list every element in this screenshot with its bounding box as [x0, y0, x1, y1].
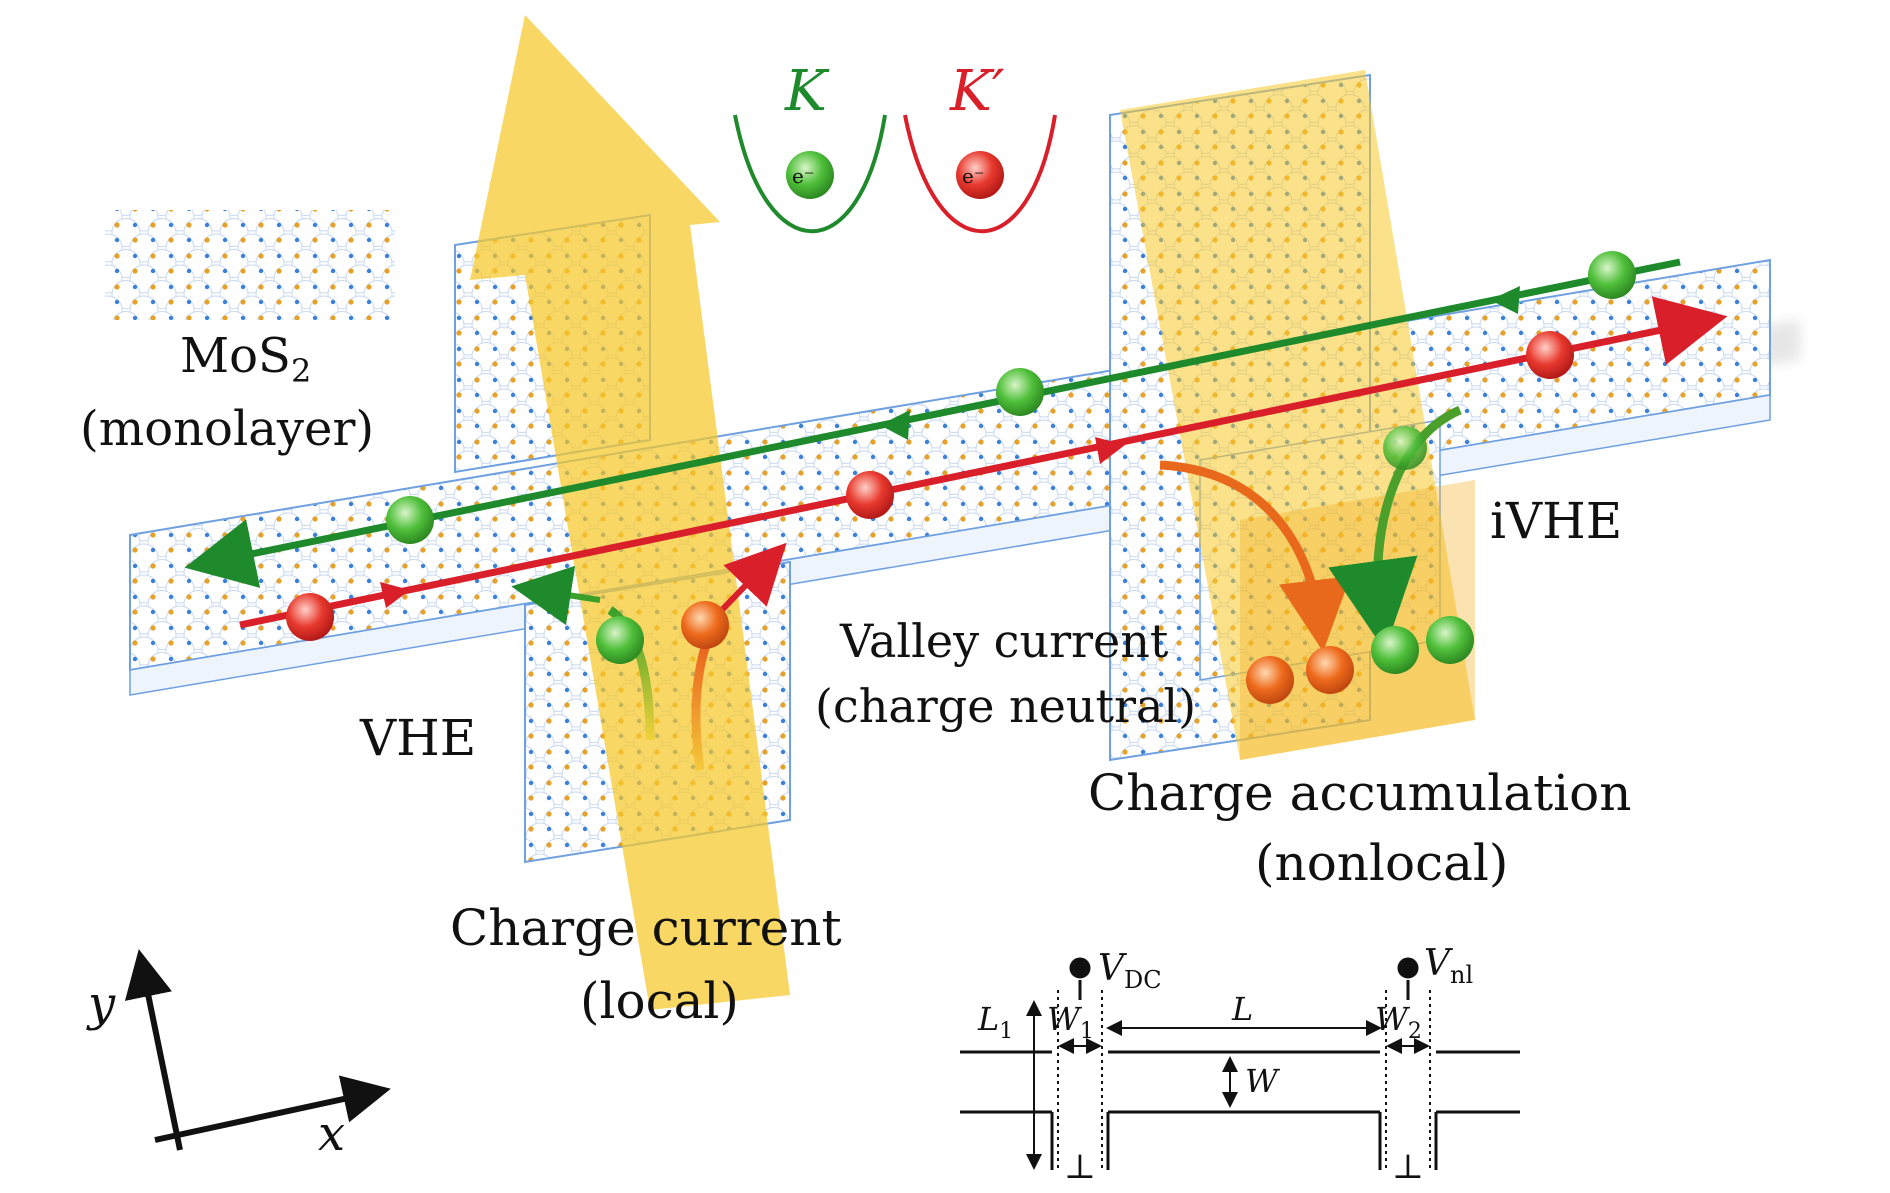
- charge-accumulation-note: (nonlocal): [1255, 834, 1508, 892]
- accumulated-charges: [1246, 616, 1474, 704]
- kprime-valley-band: K′ e⁻: [903, 59, 1057, 233]
- k-electron: [996, 368, 1044, 416]
- charge-current-note: (local): [580, 972, 739, 1030]
- coordinate-axes: y x: [86, 949, 391, 1162]
- x-axis-label: x: [318, 1106, 345, 1162]
- vhe-label: VHE: [359, 709, 476, 767]
- ground-symbol-right: ⊥: [1392, 1147, 1424, 1187]
- vdc-label: VDC: [1098, 948, 1162, 994]
- k-valley-parabola: [733, 114, 887, 233]
- l1-label: L1: [977, 1000, 1013, 1044]
- vhe-kprime-deflection-arrow: [717, 542, 787, 615]
- kprime-valley-current-arrow: [239, 296, 1728, 629]
- k-electron-label: e⁻: [792, 164, 814, 188]
- valley-current-note: (charge neutral): [815, 679, 1196, 733]
- y-axis-label: y: [86, 976, 116, 1032]
- charge-accumulation-label: Charge accumulation: [1088, 764, 1631, 822]
- k-electron: [1383, 426, 1427, 470]
- w2-label: W2: [1375, 1000, 1422, 1044]
- kprime-valley-label: K′: [949, 59, 1005, 124]
- kprime-electron: [1526, 331, 1574, 379]
- k-valley-mid-arrowhead-1: [880, 410, 910, 440]
- w1-label: W1: [1047, 1000, 1094, 1044]
- vnl-label: Vnl: [1424, 943, 1473, 989]
- kprime-electron: [286, 593, 334, 641]
- ground-symbol-left: ⊥: [1064, 1147, 1096, 1187]
- k-electron: [596, 616, 644, 664]
- charge-current-beam: [470, 15, 790, 1010]
- w-label: W: [1245, 1062, 1281, 1100]
- l-label: L: [1231, 990, 1253, 1028]
- k-electron: [386, 496, 434, 544]
- k-valley-label: K: [784, 59, 830, 124]
- valley-current-label: Valley current: [839, 614, 1169, 668]
- kprime-electron: [681, 601, 729, 649]
- k-electron: [1588, 251, 1636, 299]
- k-valley-mid-arrowhead-2: [1490, 286, 1520, 314]
- kprime-electron-label: e⁻: [962, 164, 984, 188]
- mos2-monolayer-label: (monolayer): [80, 401, 374, 457]
- k-valley-band: K e⁻: [733, 59, 887, 233]
- hall-bar-main: [129, 258, 1771, 672]
- kprime-valley-parabola: [903, 114, 1057, 233]
- k-valley-current-arrow: [184, 258, 1681, 588]
- vhe-k-deflection-arrow: [511, 565, 601, 626]
- kprime-electron: [846, 471, 894, 519]
- device-schematic: [960, 957, 1520, 1170]
- ivhe-k-deflection-arc: [1328, 405, 1462, 651]
- electrons-on-bar: [286, 251, 1636, 641]
- kprime-valley-mid-arrowhead-1: [380, 582, 410, 608]
- mos2-label: MoS2: [180, 328, 311, 390]
- charge-current-label: Charge current: [450, 899, 842, 957]
- ivhe-kprime-deflection-arc: [1159, 460, 1351, 652]
- mos2-lattice-sample: [105, 210, 395, 320]
- ivhe-label: iVHE: [1490, 492, 1622, 550]
- kprime-valley-mid-arrowhead-2: [1095, 437, 1125, 464]
